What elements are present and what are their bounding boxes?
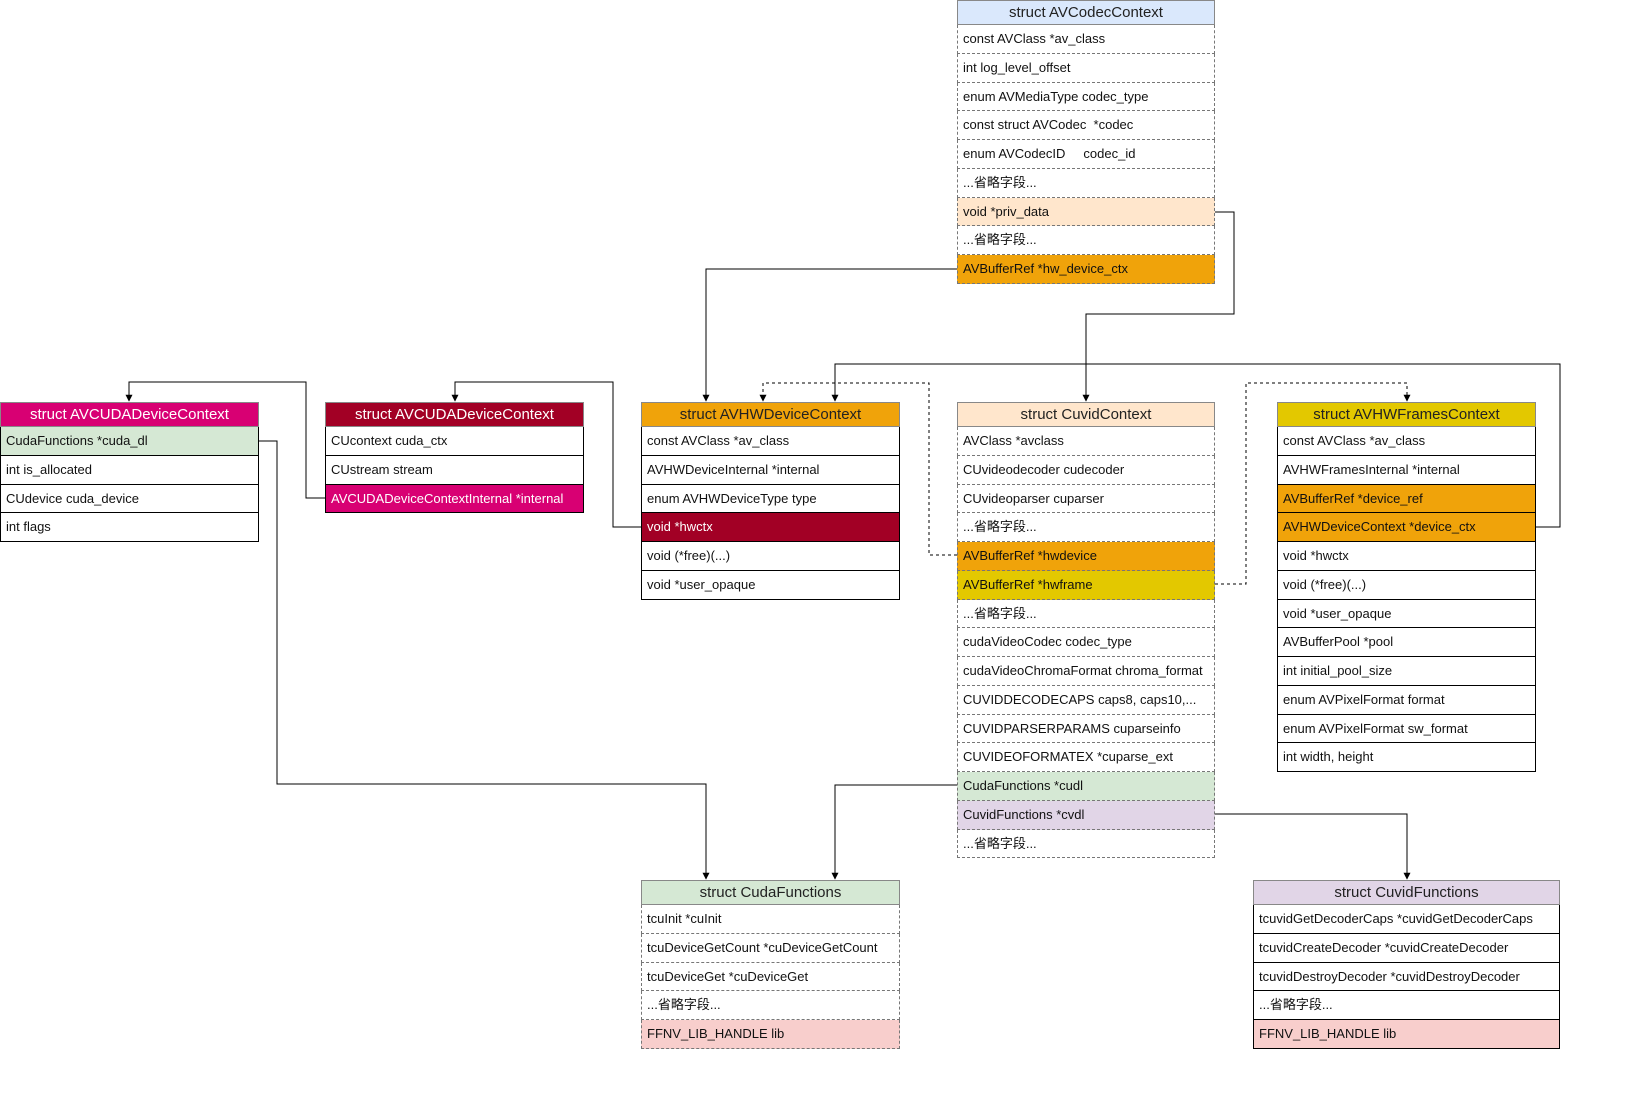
struct-field: ...省略字段... [957, 226, 1215, 255]
struct-field: CUstream stream [325, 455, 584, 485]
struct-field: int log_level_offset [957, 53, 1215, 83]
connector-arrow [759, 382, 957, 556]
struct-field: FFNV_LIB_HANDLE lib [641, 1020, 900, 1049]
struct-field: AVHWDeviceContext *device_ctx [1277, 513, 1536, 542]
struct-field: const AVClass *av_class [957, 25, 1215, 54]
struct-field: enum AVCodecID codec_id [957, 140, 1215, 169]
struct-field: CUVIDPARSERPARAMS cuparseinfo [957, 714, 1215, 744]
struct-title: struct AVCodecContext [957, 0, 1215, 25]
struct-field: void *user_opaque [1277, 599, 1536, 629]
struct-field: AVBufferRef *hwdevice [957, 542, 1215, 571]
connector-arrow [831, 363, 1561, 528]
struct-field: tcuvidCreateDecoder *cuvidCreateDecoder [1253, 933, 1560, 963]
connector-arrow [451, 381, 641, 528]
struct-field: ...省略字段... [957, 599, 1215, 629]
struct-field: int flags [0, 513, 259, 542]
struct-field: CuvidFunctions *cvdl [957, 800, 1215, 830]
struct-title: struct AVCUDADeviceContext [0, 402, 259, 427]
struct-field: CUvideodecoder cudecoder [957, 455, 1215, 485]
connector-arrow [1215, 813, 1411, 880]
struct-field: tcuInit *cuInit [641, 905, 900, 934]
struct-field: AVBufferRef *hwframe [957, 570, 1215, 600]
connector-arrow [831, 784, 957, 880]
struct-title: struct AVHWDeviceContext [641, 402, 900, 427]
struct-field: cudaVideoChromaFormat chroma_format [957, 657, 1215, 686]
struct-field: int width, height [1277, 743, 1536, 772]
struct-field: const struct AVCodec *codec [957, 111, 1215, 140]
struct-field: AVCUDADeviceContextInternal *internal [325, 484, 584, 514]
struct-field: AVBufferPool *pool [1277, 628, 1536, 657]
struct-field: CUVIDEOFORMATEX *cuparse_ext [957, 743, 1215, 772]
struct-title: struct AVCUDADeviceContext [325, 402, 584, 427]
connector-arrow [259, 440, 710, 880]
struct-field: const AVClass *av_class [1277, 427, 1536, 456]
struct-field: FFNV_LIB_HANDLE lib [1253, 1020, 1560, 1049]
connector-arrow [702, 268, 957, 402]
struct-title: struct CuvidFunctions [1253, 880, 1560, 905]
struct-field: ...省略字段... [1253, 991, 1560, 1020]
struct-field: tcuvidDestroyDecoder *cuvidDestroyDecode… [1253, 962, 1560, 992]
struct-field: AVBufferRef *device_ref [1277, 484, 1536, 514]
struct-field: cudaVideoCodec codec_type [957, 628, 1215, 657]
struct-field: enum AVHWDeviceType type [641, 484, 900, 514]
struct-field: ...省略字段... [957, 829, 1215, 859]
struct-field: void *hwctx [641, 513, 900, 542]
struct-field: AVHWFramesInternal *internal [1277, 455, 1536, 485]
connector-arrow [125, 381, 325, 499]
connector-arrow [1215, 382, 1411, 585]
struct-field: const AVClass *av_class [641, 427, 900, 456]
struct-field: void (*free)(...) [1277, 570, 1536, 600]
struct-field: AVBufferRef *hw_device_ctx [957, 255, 1215, 284]
struct-field: void *hwctx [1277, 542, 1536, 571]
struct-field: AVClass *avclass [957, 427, 1215, 456]
struct-title: struct CuvidContext [957, 402, 1215, 427]
struct-title: struct AVHWFramesContext [1277, 402, 1536, 427]
struct-field: void *priv_data [957, 197, 1215, 227]
struct-field: ...省略字段... [957, 168, 1215, 198]
struct-field: ...省略字段... [957, 513, 1215, 542]
struct-field: int is_allocated [0, 455, 259, 485]
struct-title: struct CudaFunctions [641, 880, 900, 905]
struct-field: void (*free)(...) [641, 542, 900, 571]
struct-field: ...省略字段... [641, 991, 900, 1020]
struct-field: tcuDeviceGet *cuDeviceGet [641, 962, 900, 992]
struct-field: CUvideoparser cuparser [957, 484, 1215, 514]
struct-field: CudaFunctions *cuda_dl [0, 427, 259, 456]
struct-field: CUcontext cuda_ctx [325, 427, 584, 456]
struct-field: CUVIDDECODECAPS caps8, caps10,... [957, 685, 1215, 715]
struct-field: CUdevice cuda_device [0, 484, 259, 514]
connector-arrow [1082, 211, 1235, 402]
struct-field: AVHWDeviceInternal *internal [641, 455, 900, 485]
struct-field: tcuDeviceGetCount *cuDeviceGetCount [641, 933, 900, 963]
struct-field: enum AVMediaType codec_type [957, 82, 1215, 112]
struct-field: int initial_pool_size [1277, 657, 1536, 686]
struct-field: void *user_opaque [641, 570, 900, 600]
struct-field: enum AVPixelFormat sw_format [1277, 714, 1536, 744]
struct-field: CudaFunctions *cudl [957, 772, 1215, 801]
struct-field: tcuvidGetDecoderCaps *cuvidGetDecoderCap… [1253, 905, 1560, 934]
struct-field: enum AVPixelFormat format [1277, 685, 1536, 715]
